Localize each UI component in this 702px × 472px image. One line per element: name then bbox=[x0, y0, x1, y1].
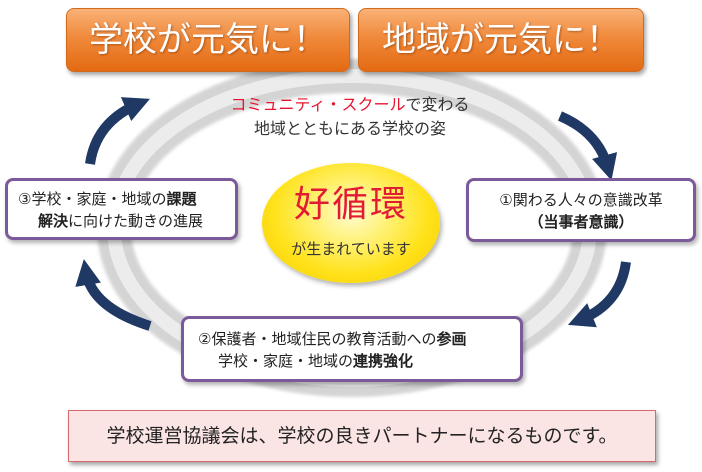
step-2-line-2-text: 学校・家庭・地域の bbox=[218, 352, 354, 370]
center-circle: 好循環 が生まれています bbox=[262, 163, 440, 283]
step-2-line-1: ②保護者・地域住民の教育活動への参画 bbox=[184, 329, 520, 349]
center-subtitle: が生まれています bbox=[291, 240, 411, 258]
center-title: 好循環 bbox=[293, 184, 408, 225]
tagline-highlight: コミュニティ・スクール bbox=[230, 95, 406, 114]
tagline-line-1: コミュニティ・スクールで変わる bbox=[160, 94, 540, 116]
cycle-arrow-bottom-right bbox=[567, 261, 631, 328]
step-3-line-2-text: に向けた動きの進展 bbox=[68, 212, 204, 230]
step-1-box: ①関わる人々の意識改革 （当事者意識） bbox=[466, 178, 696, 242]
step-2-box: ②保護者・地域住民の教育活動への参画 学校・家庭・地域の連携強化 bbox=[181, 316, 523, 382]
step-2-line-2: 学校・家庭・地域の連携強化 bbox=[184, 351, 520, 371]
tagline-line-1-rest: で変わる bbox=[405, 95, 470, 114]
banner-school: 学校が元気に！ bbox=[66, 8, 350, 72]
step-2-line-2-bold: 連携強化 bbox=[353, 352, 414, 370]
step-3-line-1-bold: 課題 bbox=[166, 190, 197, 208]
step-3-line-2-bold: 解決 bbox=[38, 212, 69, 230]
footer-message: 学校運営協議会は、学校の良きパートナーになるものです。 bbox=[68, 410, 656, 462]
step-2-line-1-bold: 参画 bbox=[436, 330, 467, 348]
step-1-line-1: ①関わる人々の意識改革 bbox=[499, 191, 663, 209]
step-3-box: ③学校・家庭・地域の課題 解決に向けた動きの進展 bbox=[5, 178, 238, 240]
step-3-line-2: 解決に向けた動きの進展 bbox=[8, 211, 235, 231]
banner-community: 地域が元気に！ bbox=[358, 8, 644, 72]
step-1-line-2: （当事者意識） bbox=[469, 212, 693, 232]
step-3-line-1: ③学校・家庭・地域の課題 bbox=[8, 189, 235, 209]
cycle-arrow-top-right bbox=[557, 111, 618, 181]
tagline-line-2: 地域とともにある学校の姿 bbox=[253, 119, 446, 138]
step-2-line-1-text: ②保護者・地域住民の教育活動への bbox=[198, 330, 437, 348]
cycle-arrow-top-left bbox=[85, 97, 150, 165]
step-3-line-1-text: ③学校・家庭・地域の bbox=[18, 190, 167, 208]
cycle-arrow-bottom-left bbox=[75, 259, 152, 331]
step-1-line-2-bold: （当事者意識） bbox=[528, 213, 634, 231]
